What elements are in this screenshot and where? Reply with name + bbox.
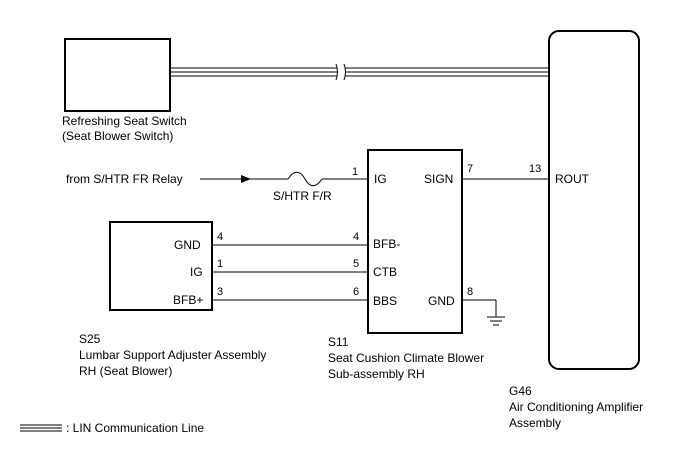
blower-pin-gnd: GND — [428, 294, 455, 308]
fuse-label: S/HTR F/R — [273, 189, 332, 203]
refreshing-seat-switch-box — [64, 38, 171, 112]
air-conditioning-amplifier-box — [548, 30, 640, 370]
line-break-mark — [343, 63, 346, 81]
pin-number-blower-bfb: 4 — [353, 231, 359, 243]
legend-lin-line-icon — [20, 424, 62, 432]
lumbar-pin-ig: IG — [190, 265, 203, 279]
amplifier-subname: Assembly — [509, 416, 561, 430]
pin-number-blower-ctb: 5 — [353, 258, 359, 270]
line-break-mark — [335, 63, 338, 81]
relay-source-label: from S/HTR FR Relay — [66, 172, 183, 186]
blower-pin-bbs: BBS — [373, 294, 397, 308]
blower-pin-sign: SIGN — [424, 172, 453, 186]
lumbar-pin-gnd: GND — [174, 238, 201, 252]
lumbar-subname: RH (Seat Blower) — [79, 364, 172, 378]
pin-number-lumbar-bfb: 3 — [217, 286, 223, 298]
blower-subname: Sub-assembly RH — [328, 367, 425, 381]
ground-icon — [487, 316, 505, 326]
blower-pin-ig: IG — [374, 172, 387, 186]
amp-pin-rout: ROUT — [555, 172, 590, 186]
amplifier-code: G46 — [509, 384, 532, 398]
lin-communication-line — [170, 63, 549, 81]
blower-name: Seat Cushion Climate Blower — [328, 351, 484, 365]
pin-number-blower-gnd: 8 — [467, 286, 473, 298]
pin-number-blower-ig: 1 — [352, 166, 358, 178]
refreshing-switch-subname: (Seat Blower Switch) — [62, 129, 173, 143]
blower-pin-ctb: CTB — [373, 265, 397, 279]
lumbar-name: Lumbar Support Adjuster Assembly — [79, 348, 266, 362]
seat-cushion-climate-blower-box — [367, 149, 463, 334]
blower-code: S11 — [328, 335, 349, 349]
refreshing-switch-name: Refreshing Seat Switch — [62, 114, 187, 128]
lumbar-support-adjuster-box — [109, 221, 213, 311]
pin-number-blower-bbs: 6 — [353, 286, 359, 298]
amplifier-name: Air Conditioning Amplifier — [509, 400, 643, 414]
lumbar-code: S25 — [79, 332, 101, 346]
blower-pin-bfb: BFB- — [373, 237, 400, 251]
pin-number-blower-sign: 7 — [467, 163, 473, 175]
lumbar-pin-bfb: BFB+ — [173, 293, 203, 307]
fuse-icon — [287, 171, 323, 187]
pin-number-lumbar-ig: 1 — [217, 258, 223, 270]
pin-number-lumbar-gnd: 4 — [217, 231, 223, 243]
legend-label: : LIN Communication Line — [66, 421, 204, 435]
pin-number-amp-rout: 13 — [529, 163, 541, 175]
